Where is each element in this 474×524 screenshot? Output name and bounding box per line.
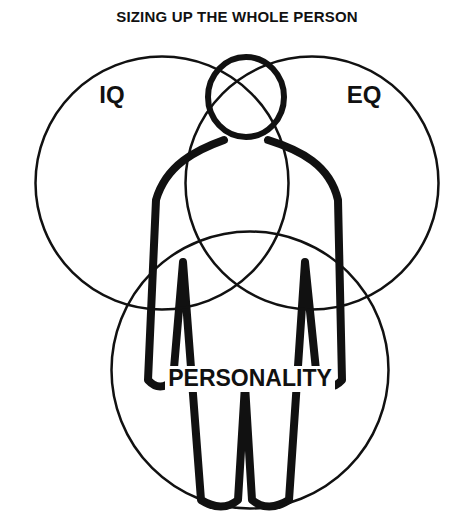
circle-label: IQ (99, 82, 124, 108)
diagram-title: SIZING UP THE WHOLE PERSON (0, 8, 474, 25)
iq-circle: IQ (34, 55, 290, 311)
circle-outline (184, 55, 440, 311)
circle-outline (34, 55, 290, 311)
personality-circle: PERSONALITY (110, 230, 390, 510)
eq-circle: EQ (184, 55, 440, 311)
circle-label: PERSONALITY (165, 366, 335, 391)
circle-label: EQ (347, 82, 382, 108)
